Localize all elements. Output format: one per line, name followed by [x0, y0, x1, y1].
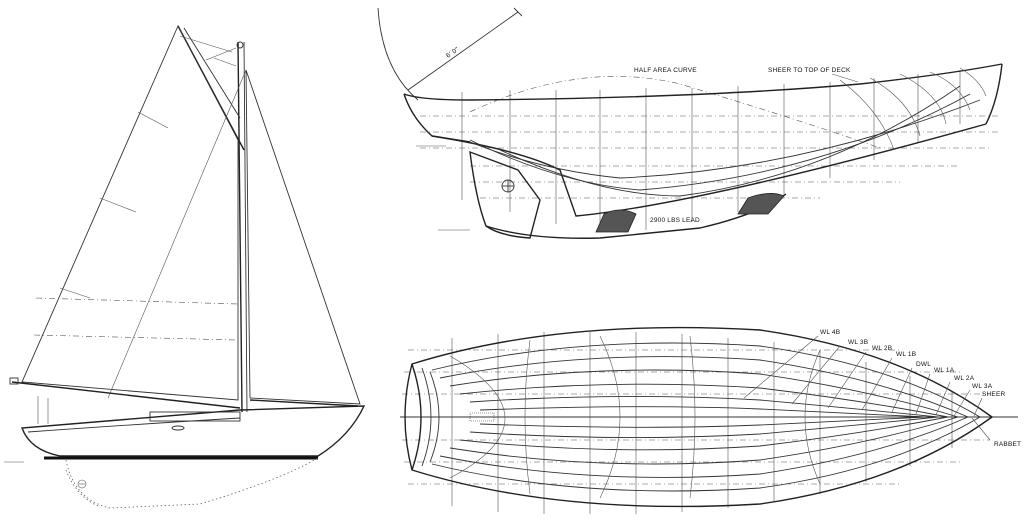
wl-4b-label: WL 4B	[820, 329, 840, 336]
sheer-plan-label: SHEER	[982, 391, 1006, 398]
wl-2b-label: WL 2B	[872, 345, 892, 352]
half-area-curve-label: HALF AREA CURVE	[634, 67, 697, 74]
wl-1a-label: WL 1A	[934, 367, 955, 374]
keel-outline	[65, 457, 319, 509]
profile-grid	[420, 70, 1000, 230]
boom	[11, 381, 241, 409]
angle-label: 6' 0"	[445, 46, 461, 60]
lead-ballast-fwd	[737, 193, 785, 215]
lead-ballast-aft	[595, 209, 637, 233]
wl-1b-label: WL 1B	[896, 351, 916, 358]
mast	[237, 41, 243, 413]
profile-view: 6' 0" HALF AREA CURVE SHEER TO TOP OF DE…	[377, 7, 1003, 239]
half-area-curve	[469, 76, 881, 149]
plan-view: WL 4B WL 3B WL 2B WL 1B DWL WL 1A WL 2A …	[400, 326, 1021, 514]
mainsail	[21, 24, 239, 401]
dwl-label: DWL	[916, 361, 931, 368]
waterline-leaders	[743, 335, 991, 441]
lead-label: 2900 LBS LEAD	[650, 217, 700, 224]
plan-sheer	[404, 326, 994, 508]
wl-2a-label: WL 2A	[954, 375, 975, 382]
keel-strip	[469, 412, 495, 422]
plan-grid	[402, 332, 990, 514]
wl-3b-label: WL 3B	[848, 339, 868, 346]
sail-plan	[4, 24, 366, 509]
wl-3a-label: WL 3A	[972, 383, 993, 390]
sheer-label: SHEER TO TOP OF DECK	[768, 67, 851, 74]
rabbet-label: RABBET	[994, 441, 1021, 448]
sail-plan-hull	[21, 405, 366, 457]
arc-guide	[377, 7, 419, 101]
sheer-line	[403, 63, 1003, 101]
jib	[245, 69, 361, 405]
